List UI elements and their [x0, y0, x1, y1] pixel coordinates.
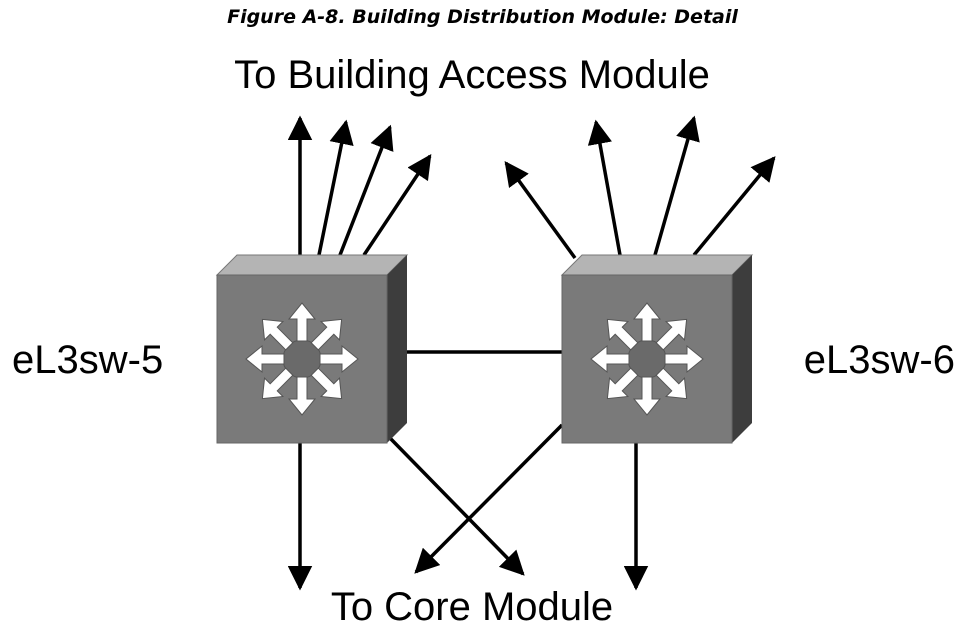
uplink-arrow — [317, 119, 354, 256]
uplink-arrow — [653, 115, 700, 256]
to-building-access-label: To Building Access Module — [234, 53, 710, 97]
uplink-arrow — [587, 119, 622, 256]
switch-top-face — [215, 254, 409, 276]
switch-side-face — [732, 255, 752, 443]
switch-right-label: eL3sw-6 — [804, 338, 955, 382]
uplink-arrow — [362, 153, 432, 256]
uplink-arrow — [692, 156, 776, 257]
uplink-arrow — [338, 124, 394, 256]
switch-side-face — [387, 255, 407, 443]
switch-left-label: eL3sw-5 — [12, 338, 163, 382]
right-switch-uplinks — [504, 115, 776, 260]
core-arrow — [414, 423, 564, 574]
layer3-switch-icon — [245, 302, 359, 416]
left-switch-uplinks — [287, 115, 432, 256]
switch-left — [215, 254, 409, 444]
switch-top-face — [560, 254, 754, 276]
layer3-switch-icon — [590, 302, 704, 416]
uplink-arrow — [504, 161, 577, 260]
to-core-label: To Core Module — [331, 585, 613, 627]
switch-right — [560, 254, 754, 444]
core-links — [287, 423, 649, 591]
figure-caption: Figure A-8. Building Distribution Module… — [227, 6, 738, 28]
core-arrow — [386, 434, 525, 576]
